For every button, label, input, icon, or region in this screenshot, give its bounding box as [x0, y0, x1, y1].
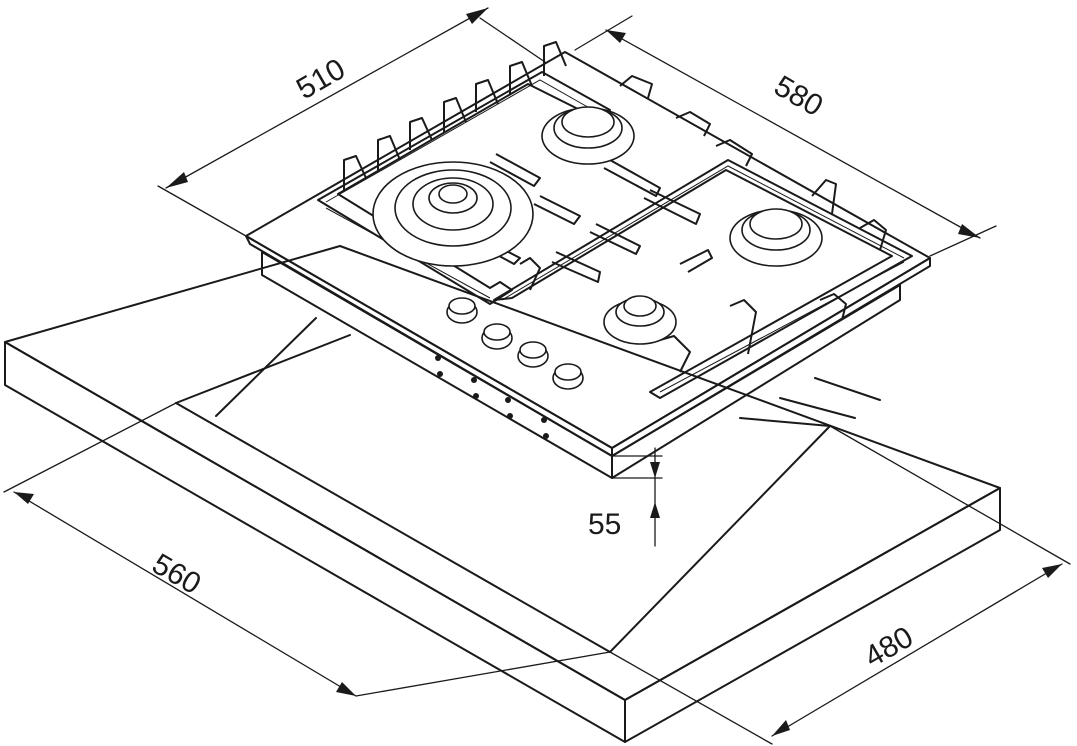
- hob-body-front: [261, 251, 613, 479]
- dimension-cutout-depth: 480: [609, 425, 1071, 745]
- hob-plate-right-edge: [611, 257, 931, 457]
- countertop: [4, 245, 1001, 743]
- knob-icon: [552, 363, 584, 390]
- medium-burner-icon: [541, 106, 635, 165]
- control-knobs: [446, 297, 584, 390]
- hob-body-right: [611, 284, 901, 479]
- small-burner-icon: [603, 295, 677, 345]
- knob-icon: [517, 341, 549, 368]
- dimension-hob-height: 55: [588, 447, 663, 547]
- wok-burner-icon: [372, 161, 534, 267]
- pan-support-grates: [317, 41, 913, 399]
- knob-icon: [481, 323, 513, 350]
- dimension-label: 510: [291, 52, 351, 106]
- dimension-label: 480: [859, 620, 919, 674]
- grate-right: [493, 159, 913, 399]
- cutout-outline: [175, 317, 881, 653]
- dimension-label: 580: [769, 69, 829, 123]
- countertop-right-face: [624, 487, 1001, 743]
- burners: [372, 106, 823, 345]
- dimension-cutout-width: 560: [3, 402, 611, 697]
- dimension-label: 560: [147, 547, 207, 601]
- knob-icon: [446, 297, 478, 324]
- front-indicator-dots: [435, 355, 549, 439]
- medium-burner-icon: [729, 208, 823, 267]
- dimension-label: 55: [588, 508, 621, 541]
- hob: [245, 41, 931, 479]
